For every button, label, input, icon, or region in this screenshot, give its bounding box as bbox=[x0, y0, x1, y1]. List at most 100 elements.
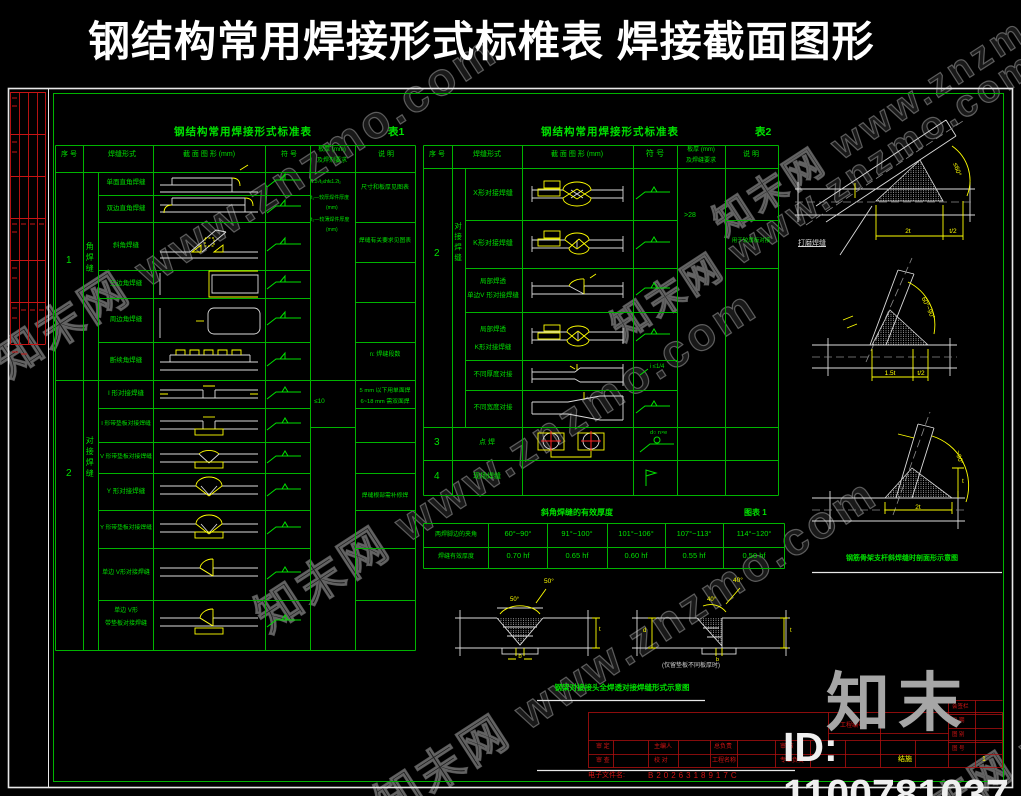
joint-diagram-2 bbox=[812, 257, 957, 381]
table1-title: 钢结构常用焊接形式标准表 bbox=[174, 126, 312, 138]
angle-cell: 101°~106° bbox=[618, 529, 654, 538]
tb-r1c1: 审 定 bbox=[596, 744, 610, 750]
jd2-dim-b: t/2 bbox=[917, 370, 925, 377]
table2-diagrams bbox=[531, 180, 624, 458]
t1-header-section: 截 面 图 形 (mm) bbox=[182, 151, 236, 158]
table2-tag: 表2 bbox=[755, 126, 772, 138]
t2-group2-label: 对接焊缝 bbox=[453, 222, 463, 264]
t1-row-label: 单边 V形 bbox=[114, 608, 138, 614]
jd2-dim-a: 1.5t bbox=[884, 370, 896, 377]
angle-cell: 60°~90° bbox=[504, 529, 532, 538]
tb-right-row: 图 号 bbox=[952, 746, 965, 752]
t2-header-symbol: 符 号 bbox=[645, 149, 665, 158]
tb-stamp1: 结施 bbox=[898, 756, 912, 763]
angle-table-caption: 斜角焊缝的有效厚度 bbox=[541, 508, 613, 517]
t1-thickness-g2: ≤10 bbox=[314, 398, 325, 405]
t2-group2-no: 2 bbox=[434, 248, 440, 259]
jd3-dim-a: 2t bbox=[915, 504, 921, 511]
t1-header-thickness: 板厚 (mm) bbox=[318, 147, 346, 153]
t1-group1-label: 角焊缝 bbox=[85, 242, 95, 275]
angle-cell: 91°~100° bbox=[561, 529, 593, 538]
t1-header-form: 焊缝形式 bbox=[108, 151, 136, 158]
joint-diagram-3 bbox=[812, 411, 970, 529]
t2-row4-label: 现场焊缝 bbox=[473, 473, 501, 480]
tb-r1c4: 审 核 bbox=[780, 744, 794, 750]
tb-right-row: 日 期 bbox=[952, 718, 965, 724]
t2-header-thickness: 板厚 (mm) bbox=[687, 147, 715, 153]
angle-value: 0.55 hf bbox=[682, 551, 706, 560]
t2-row3-label: 点 焊 bbox=[479, 439, 495, 446]
t1-note: 5 mm 以下用单面焊 bbox=[359, 388, 411, 394]
t2-row3-no: 3 bbox=[434, 437, 440, 448]
groove-left-dim-t: t bbox=[599, 627, 601, 633]
t2-row-label: K形对接焊缝 bbox=[473, 240, 513, 247]
tb-file-value: B2026318917C bbox=[648, 771, 740, 780]
angle-value: 0.60 hf bbox=[624, 551, 648, 560]
angle-cell: 107°~113° bbox=[676, 529, 712, 538]
angle-value: 0.65 hf bbox=[565, 551, 589, 560]
t1-row-label: I 形带垫板对接焊缝 bbox=[101, 421, 151, 427]
tb-r2c2: 校 对 bbox=[654, 758, 668, 764]
t1-note: 焊缝根部需补修焊 bbox=[361, 493, 409, 499]
t1-header-thickness2: 及焊剂要求 bbox=[316, 158, 348, 164]
t1-note: n: 焊缝段数 bbox=[369, 352, 401, 358]
t1-row-label: 断续角焊缝 bbox=[109, 357, 143, 364]
t1-group1-no: 1 bbox=[66, 255, 72, 266]
t1-row-label: Y 形对接焊缝 bbox=[106, 488, 146, 495]
joint-caption: 钢筋骨架支杆斜焊缝时剖面形示意图 bbox=[846, 555, 958, 562]
t2-header-note: 说 明 bbox=[743, 151, 759, 158]
table1-diagrams bbox=[159, 164, 261, 635]
t1-row-label: 单边 V形对接焊缝 bbox=[102, 570, 150, 576]
t2-row-label: 不同宽度对接 bbox=[473, 404, 513, 411]
jd1-dim-a: 2t bbox=[905, 228, 911, 235]
inner-frame bbox=[53, 93, 1004, 782]
revision-table bbox=[10, 92, 46, 355]
tb-r1c3: 总负责 bbox=[714, 744, 733, 750]
t2-header-thickness2: 及焊缝要求 bbox=[685, 158, 717, 164]
t1-formula-line: t₂—较薄焊件厚度 bbox=[311, 217, 350, 223]
table2-grid bbox=[423, 145, 779, 496]
groove-right-angle-arc: 40° bbox=[707, 597, 717, 603]
angle-row1-label: 两焊脚边的夹角 bbox=[434, 532, 478, 538]
tb-stamp2: 1 bbox=[982, 756, 986, 763]
t2-row-label: 局部焊透 bbox=[480, 278, 506, 285]
t2-row3-symbol: d○ n×e bbox=[650, 430, 668, 436]
t2-i-note: i ≤1/4 bbox=[649, 364, 665, 370]
table2-title: 钢结构常用焊接形式标准表 bbox=[541, 126, 679, 138]
angle-table-grid bbox=[423, 523, 785, 569]
groove-right-angle-top: 40° bbox=[733, 577, 743, 584]
table1-tag: 表1 bbox=[388, 126, 405, 138]
tb-file-label: 电子文件名: bbox=[588, 772, 625, 779]
t1-row-label: 带垫板对接焊缝 bbox=[104, 621, 148, 627]
t1-note: 6~18 mm 需双面焊 bbox=[360, 399, 410, 405]
t2-thickness-note: >28 bbox=[684, 212, 696, 219]
t1-row-label: V 形带垫板对接焊缝 bbox=[100, 454, 152, 460]
sheet-frame bbox=[7, 87, 1014, 789]
image-id: ID: 1100781037 bbox=[783, 724, 1009, 796]
groove-right-note: (仅留垫板不同板厚时) bbox=[662, 663, 720, 669]
angle-row2-label: 焊缝有效厚度 bbox=[437, 554, 475, 560]
t1-formula-line: (mm) bbox=[326, 205, 338, 211]
t2-row-label: 不同厚度对接 bbox=[473, 371, 513, 378]
t1-formula-line: 1.5√t₁≤hf≤1.2t₂ bbox=[311, 179, 341, 185]
tb-r2c4: 专业负责 bbox=[780, 758, 805, 764]
tb-right-row: 会签栏 bbox=[952, 704, 969, 710]
t1-formula-line: t₁—较厚焊件厚度 bbox=[311, 195, 350, 201]
angle-value: 0.50 hf bbox=[742, 551, 766, 560]
groove-left-angle-top: 50° bbox=[544, 578, 554, 585]
table1-grid bbox=[55, 145, 416, 651]
t2-k-note: 用于较厚板对接 bbox=[731, 238, 771, 244]
weld-symbols bbox=[266, 173, 674, 628]
t2-header-no: 序 号 bbox=[429, 151, 445, 158]
jd1-dim-b: t/2 bbox=[949, 228, 957, 235]
angle-table-tag: 图表 1 bbox=[744, 508, 767, 517]
t1-note: 焊缝有关要求见图表 bbox=[358, 238, 412, 244]
t1-row-label: 三边角焊缝 bbox=[109, 280, 143, 287]
groove-right-dim-t: t bbox=[790, 628, 792, 634]
t1-note: 尺寸和板厚见图表 bbox=[360, 185, 410, 191]
t1-header-no: 序 号 bbox=[61, 151, 77, 158]
groove-right-dim-d: d bbox=[643, 628, 647, 634]
tb-r2c3: 工程名称 bbox=[712, 758, 737, 764]
